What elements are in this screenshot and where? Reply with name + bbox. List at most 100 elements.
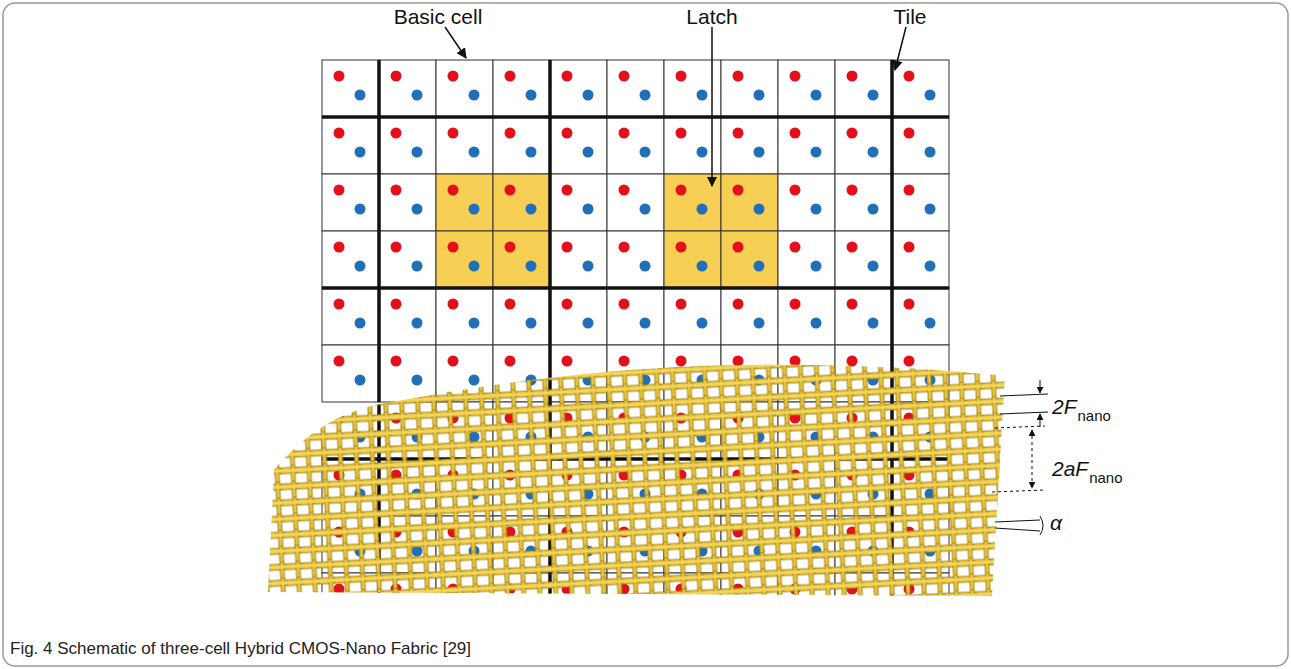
tile-boundary — [890, 60, 894, 402]
pin-dot — [355, 375, 366, 386]
pin-dot — [697, 204, 708, 215]
pin-dot — [619, 128, 630, 139]
pin-dot — [334, 299, 345, 310]
pin-dot — [391, 299, 402, 310]
pin-dot — [355, 261, 366, 272]
basic-cell — [493, 231, 550, 288]
figure-frame — [3, 3, 1288, 666]
tile-boundary — [322, 286, 949, 290]
pin-dot — [619, 356, 630, 367]
pin-dot — [505, 71, 516, 82]
pin-dot — [847, 356, 858, 367]
pin-dot — [811, 90, 822, 101]
basic-cell — [436, 117, 493, 174]
basic-cell — [778, 60, 835, 117]
basic-cell — [436, 231, 493, 288]
basic-cell — [607, 288, 664, 345]
pin-dot — [334, 185, 345, 196]
basic-cell — [835, 117, 892, 174]
pin-dot — [904, 356, 915, 367]
pin-dot — [754, 204, 765, 215]
pin-dot — [790, 242, 801, 253]
pin-dot — [391, 185, 402, 196]
pin-dot — [619, 299, 630, 310]
pointer-arrow — [711, 27, 713, 186]
dimension-label: α — [1050, 512, 1062, 533]
pin-dot — [619, 71, 630, 82]
pin-dot — [868, 318, 879, 329]
pin-dot — [811, 318, 822, 329]
pin-dot — [448, 299, 459, 310]
basic-cell — [322, 231, 379, 288]
pin-dot — [505, 242, 516, 253]
pin-dot — [583, 261, 594, 272]
pin-dot — [925, 147, 936, 158]
pin-dot — [526, 318, 537, 329]
pin-dot — [562, 128, 573, 139]
pin-dot — [697, 90, 708, 101]
pin-dot — [754, 318, 765, 329]
pin-dot — [790, 128, 801, 139]
pin-dot — [790, 71, 801, 82]
pin-dot — [904, 299, 915, 310]
pin-dot — [526, 204, 537, 215]
pin-dot — [562, 356, 573, 367]
pin-dot — [334, 128, 345, 139]
pin-dot — [640, 318, 651, 329]
pin-dot — [733, 128, 744, 139]
basic-cell — [721, 117, 778, 174]
pin-dot — [847, 185, 858, 196]
dimension-label: nano — [1089, 470, 1122, 485]
pin-dot — [925, 261, 936, 272]
pin-dot — [562, 71, 573, 82]
basic-cell — [550, 117, 607, 174]
pin-dot — [412, 261, 423, 272]
basic-cell — [892, 174, 949, 231]
pin-dot — [676, 185, 687, 196]
basic-cell — [778, 117, 835, 174]
basic-cell — [607, 60, 664, 117]
pin-dot — [733, 242, 744, 253]
pin-dot — [412, 318, 423, 329]
pin-dot — [448, 128, 459, 139]
pin-dot — [811, 147, 822, 158]
pointer-arrow — [895, 27, 906, 70]
pin-dot — [562, 242, 573, 253]
pin-dot — [676, 356, 687, 367]
pin-dot — [355, 204, 366, 215]
basic-cell — [379, 174, 436, 231]
basic-cell — [892, 117, 949, 174]
pin-dot — [469, 603, 480, 614]
nanowire-fabric — [260, 350, 1020, 610]
pin-dot — [640, 90, 651, 101]
dimension-label: nano — [1078, 408, 1111, 423]
cell-grid — [322, 60, 949, 402]
pin-dot — [925, 318, 936, 329]
pin-dot — [811, 603, 822, 614]
pin-dot — [391, 71, 402, 82]
callout-label: Basic cell — [394, 6, 483, 27]
pin-dot — [676, 242, 687, 253]
pin-dot — [583, 90, 594, 101]
pin-dot — [811, 261, 822, 272]
tile-boundary — [548, 60, 552, 402]
basic-cell — [778, 174, 835, 231]
pin-dot — [868, 204, 879, 215]
basic-cell — [721, 60, 778, 117]
pin-dot — [847, 299, 858, 310]
basic-cell — [550, 174, 607, 231]
pin-dot — [754, 603, 765, 614]
callout-label: Tile — [893, 6, 926, 27]
basic-cell — [493, 60, 550, 117]
pin-dot — [412, 204, 423, 215]
basic-cell — [379, 60, 436, 117]
pin-dot — [355, 603, 366, 614]
pin-dot — [448, 356, 459, 367]
pin-dot — [868, 261, 879, 272]
pin-dot — [697, 603, 708, 614]
basic-cell — [835, 60, 892, 117]
basic-cell — [892, 60, 949, 117]
pin-dot — [904, 242, 915, 253]
basic-cell — [835, 174, 892, 231]
pin-dot — [355, 147, 366, 158]
